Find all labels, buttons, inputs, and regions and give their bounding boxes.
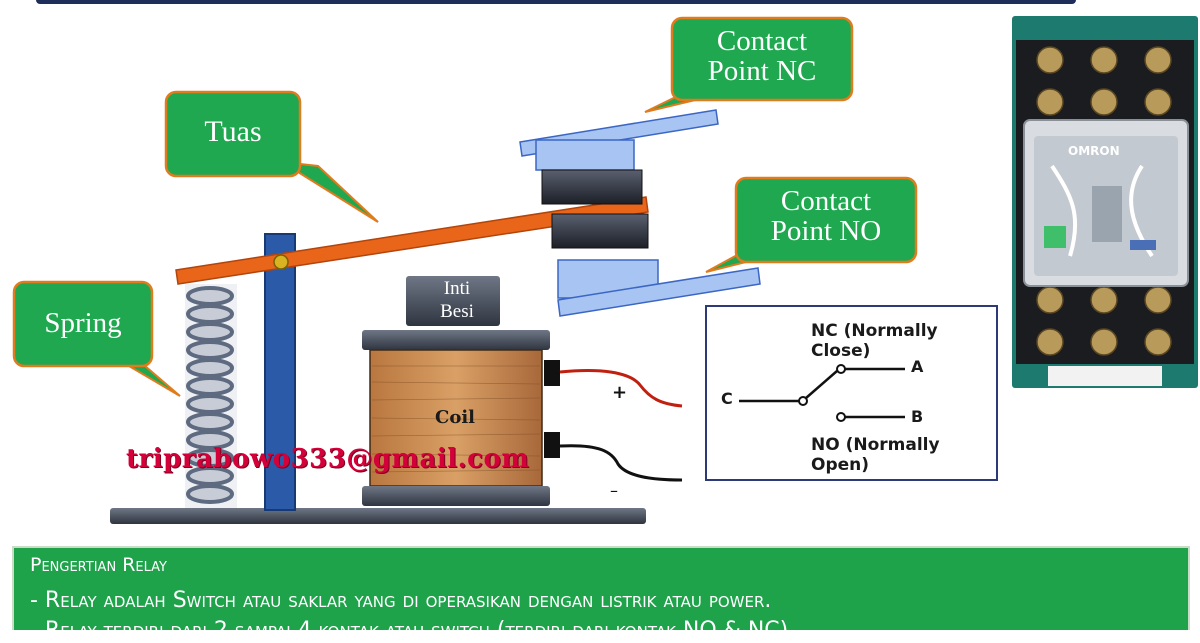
pivot-post	[264, 233, 296, 511]
no-label: NO (Normally Open)	[811, 435, 940, 475]
photo-brand: OMRON	[1068, 144, 1120, 158]
callout-spring: Spring	[44, 307, 122, 339]
base-plate	[110, 508, 646, 524]
callout-contact-nc: Contact Point NC	[672, 26, 852, 87]
callout-contact-no: Contact Point NO	[736, 186, 916, 247]
coil-label: Coil	[435, 407, 476, 428]
iron-core-label: Inti Besi	[414, 278, 500, 324]
nc-contact-point	[535, 139, 635, 171]
wire-black	[559, 444, 683, 482]
panel-line-2: - Relay terdiri dari 2 sampai 4 kontak a…	[30, 618, 789, 643]
callout-contact-nc-line2: Point NC	[707, 55, 817, 88]
schematic-lines	[739, 364, 905, 422]
callout-tuas-shape	[164, 90, 379, 223]
terminal-minus	[544, 432, 560, 458]
terminal-a-label: A	[911, 357, 924, 376]
callout-contact-no-line2: Point NO	[770, 215, 882, 248]
lever	[175, 196, 649, 285]
terminal-b-label: B	[911, 407, 924, 426]
pivot-pin	[273, 254, 289, 270]
description-panel: Pengertian Relay - Relay adalah Switch a…	[12, 546, 1190, 643]
terminal-c-label: C	[721, 389, 733, 408]
coil-bottom-flange	[362, 486, 550, 506]
callout-contact-no-line1: Contact	[780, 185, 872, 217]
iron-core-label-line2: Besi	[440, 300, 474, 322]
switch-schematic: NC (Normally Close) NO (Normally Open) C…	[705, 305, 998, 481]
callout-contact-nc-line1: Contact	[716, 25, 808, 57]
email-watermark: triprabowo333@gmail.com	[126, 444, 530, 474]
wire-red	[559, 369, 683, 408]
minus-sign: –	[610, 481, 618, 500]
iron-core-label-line1: Inti	[443, 278, 471, 299]
iron-core	[406, 276, 500, 326]
relay-diagram: + –	[12, 16, 918, 524]
panel-line-1: - Relay adalah Switch atau saklar yang d…	[30, 588, 772, 613]
armature-upper	[541, 169, 643, 205]
plus-sign: +	[612, 382, 627, 403]
no-contact-plate	[557, 267, 761, 317]
spring	[185, 284, 237, 508]
coil-top-flange	[362, 330, 550, 350]
callout-contact-nc-shape	[644, 16, 854, 113]
panel-heading: Pengertian Relay	[30, 554, 167, 576]
callout-contact-no-shape	[705, 176, 918, 273]
nc-label: NC (Normally Close)	[811, 321, 938, 361]
relay-photo: OMRON	[1012, 16, 1198, 388]
armature-lower	[551, 213, 649, 249]
callout-spring-shape	[12, 280, 181, 397]
top-bar	[36, 0, 1076, 4]
callout-tuas: Tuas	[204, 115, 262, 148]
terminal-plus	[544, 360, 560, 386]
